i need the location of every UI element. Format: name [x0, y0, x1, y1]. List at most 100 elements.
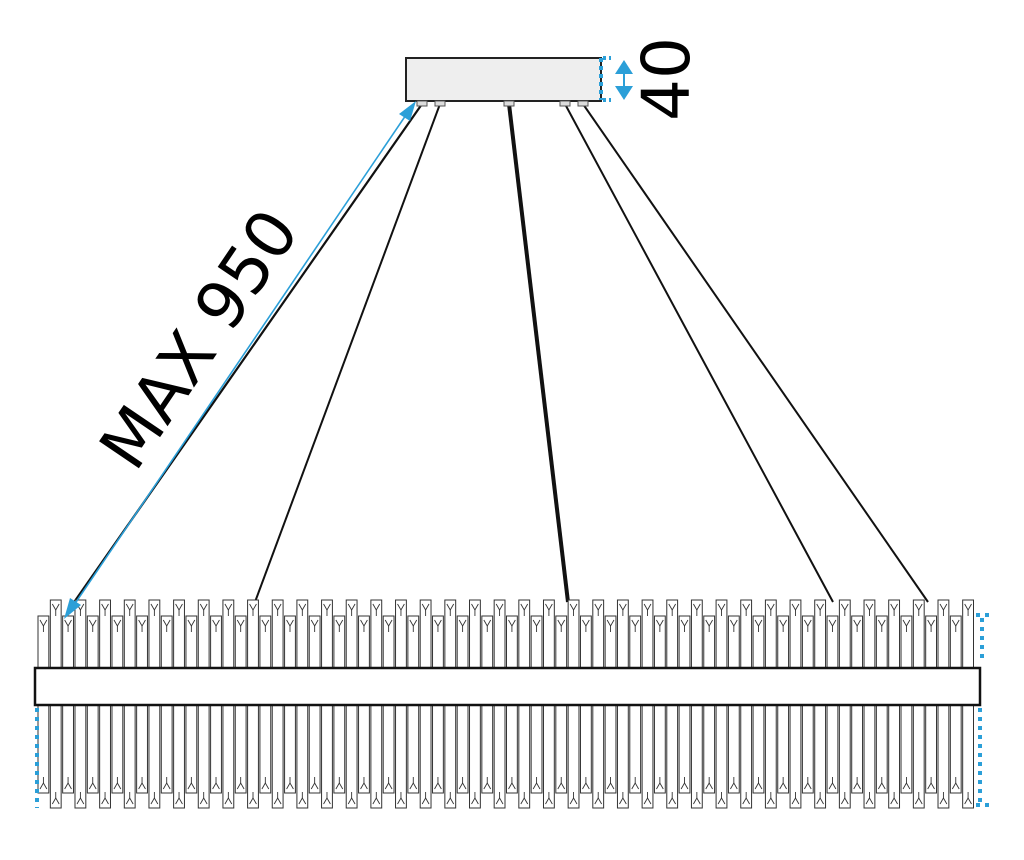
crystal-rod [345, 704, 358, 809]
canopy-height-dimension [599, 56, 633, 102]
crystal-rod [407, 704, 420, 794]
crystal-rod [925, 704, 938, 794]
crystal-rod [727, 704, 740, 794]
crystal-rod [173, 704, 185, 809]
crystal-rod [666, 704, 679, 809]
crystal-rod [37, 615, 50, 669]
crystal-rod [752, 704, 765, 794]
cable-gripper [434, 100, 446, 107]
crystal-rod [111, 615, 124, 669]
crystal-rod [37, 704, 50, 794]
suspension-cable [564, 103, 834, 603]
crystal-rod [506, 704, 518, 794]
crystal-rod [493, 704, 506, 809]
crystal-rod [173, 599, 185, 669]
crystal-rod [653, 615, 666, 669]
crystal-rod [222, 599, 235, 669]
crystal-rod [764, 704, 777, 809]
crystal-rod [197, 704, 210, 809]
crystal-rod [296, 599, 309, 669]
crystal-rod [481, 704, 494, 794]
crystal-rod [382, 615, 395, 669]
canopy-height-label: 40 [628, 37, 705, 121]
crystal-rod [518, 704, 531, 809]
crystal-rod [284, 615, 296, 669]
ring-height-markers [35, 613, 992, 808]
crystal-rod [123, 704, 136, 809]
crystal-rod [271, 704, 284, 809]
crystal-rod [234, 704, 247, 794]
crystal-rod [937, 704, 950, 809]
crystal-rod [456, 704, 469, 794]
ceiling-canopy [405, 57, 602, 102]
suspension-cable [582, 103, 929, 603]
crystal-rod [296, 704, 309, 809]
crystal-rod [616, 599, 629, 669]
crystal-rod [136, 704, 148, 794]
crystal-rod [604, 615, 617, 669]
crystal-rod [407, 615, 420, 669]
crystal-rod [506, 615, 518, 669]
dimension-arrow-top-icon [399, 101, 416, 121]
crystal-rod [111, 704, 124, 794]
suspension-cable [254, 103, 441, 603]
crystal-rod [530, 615, 543, 669]
crystal-rod [358, 615, 370, 669]
crystal-rods-bottom [37, 704, 975, 809]
crystal-rod [247, 599, 259, 669]
chandelier-ring [33, 666, 982, 707]
cable-gripper [503, 100, 515, 107]
crystal-rod [419, 599, 432, 669]
crystal-rod [333, 704, 346, 794]
crystal-rod [641, 704, 654, 809]
crystal-rod [530, 704, 543, 794]
crystal-rod [814, 599, 827, 669]
crystal-rod [148, 704, 161, 809]
crystal-rod [74, 599, 87, 669]
crystal-rod [160, 615, 173, 669]
crystal-rod [715, 704, 728, 809]
crystal-rod [888, 704, 901, 809]
crystal-rod [912, 704, 925, 809]
crystal-rod [875, 615, 888, 669]
crystal-rod [567, 704, 580, 809]
crystal-rod [123, 599, 136, 669]
crystal-rod [49, 599, 62, 669]
crystal-rod [703, 704, 716, 794]
crystal-rod [851, 615, 864, 669]
crystal-rod [542, 599, 555, 669]
crystal-rod [900, 615, 913, 669]
crystal-rod [752, 615, 765, 669]
crystal-rod [863, 704, 876, 809]
crystal-rod [99, 599, 111, 669]
crystal-rod [777, 615, 790, 669]
crystal-rod [925, 615, 938, 669]
crystal-rod [629, 704, 642, 794]
crystal-rod [395, 704, 407, 809]
crystal-rod [432, 615, 444, 669]
crystal-rod [962, 704, 975, 809]
crystal-rod [136, 615, 148, 669]
crystal-rod [197, 599, 210, 669]
crystal-rod [481, 615, 494, 669]
crystal-rod [62, 704, 74, 794]
crystal-rod [444, 599, 457, 669]
crystal-rod [666, 599, 679, 669]
crystal-rod [851, 704, 864, 794]
crystal-rod [616, 704, 629, 809]
crystal-rod [148, 599, 161, 669]
crystal-rod [838, 704, 851, 809]
crystal-rod [764, 599, 777, 669]
crystal-rod [703, 615, 716, 669]
crystal-rod [321, 599, 333, 669]
crystal-rod [826, 704, 839, 794]
crystal-rod [86, 704, 99, 794]
crystal-rod [222, 704, 235, 809]
cable-gripper [577, 100, 589, 107]
crystal-rod [814, 704, 827, 809]
crystal-rod [370, 599, 383, 669]
crystal-rod [789, 599, 802, 669]
crystal-rod [542, 704, 555, 809]
crystal-rod [271, 599, 284, 669]
